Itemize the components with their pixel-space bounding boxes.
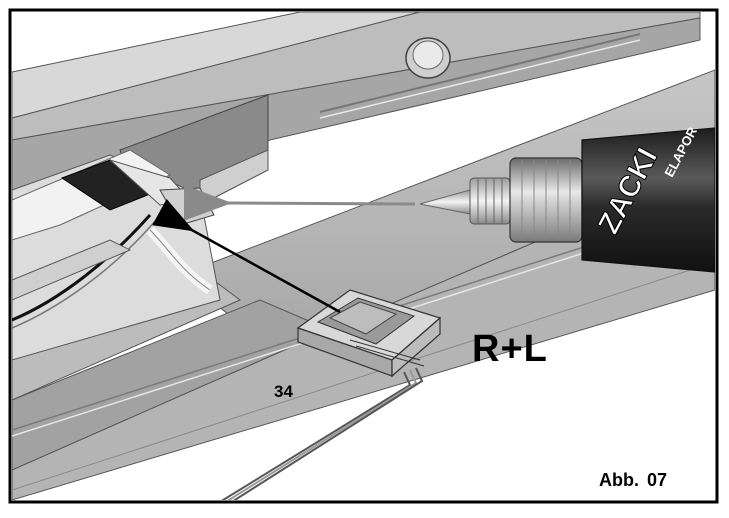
- insert-arrow: [152, 198, 341, 314]
- tube-body: [581, 127, 715, 273]
- part-number-label: 34: [274, 382, 293, 401]
- glue-arrow: [183, 184, 416, 221]
- side-label: R+L: [472, 328, 548, 370]
- figure-label: Abb. 07: [599, 470, 668, 490]
- nozzle-thread: [469, 177, 511, 225]
- glue-tube: ZACKI ELAPOR: [419, 124, 715, 273]
